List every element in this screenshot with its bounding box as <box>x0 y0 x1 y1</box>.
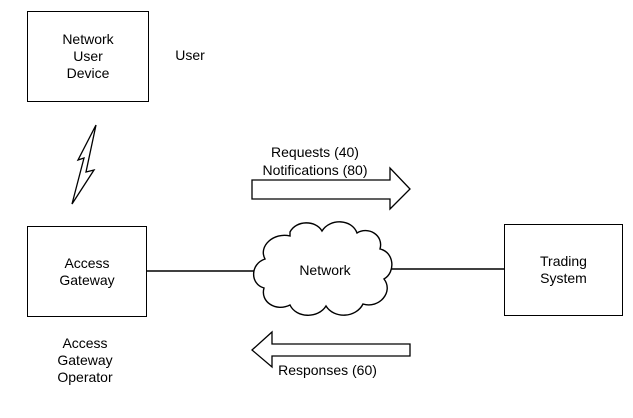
operator-label-line-2: Gateway <box>40 352 130 369</box>
network-cloud-label: Network <box>290 262 360 279</box>
trading-label-line-1: Trading <box>540 253 587 270</box>
notifications-label: Notifications (80) <box>250 162 380 179</box>
responses-label: Responses (60) <box>265 362 390 379</box>
operator-label-line-1: Access <box>40 335 130 352</box>
device-label-line-2: User <box>73 48 103 65</box>
access-gateway-operator-label: Access Gateway Operator <box>40 335 130 386</box>
gateway-label-line-1: Access <box>64 255 109 272</box>
trading-system-box: Trading System <box>504 224 623 316</box>
trading-label-line-2: System <box>540 270 587 287</box>
wireless-link-icon <box>72 125 96 204</box>
device-label-line-1: Network <box>62 31 113 48</box>
network-user-device-box: Network User Device <box>27 11 149 102</box>
gateway-label-line-2: Gateway <box>59 272 114 289</box>
user-label: User <box>170 47 210 64</box>
requests-label: Requests (40) <box>250 144 380 161</box>
operator-label-line-3: Operator <box>40 369 130 386</box>
device-label-line-3: Device <box>67 65 110 82</box>
access-gateway-box: Access Gateway <box>27 226 147 317</box>
